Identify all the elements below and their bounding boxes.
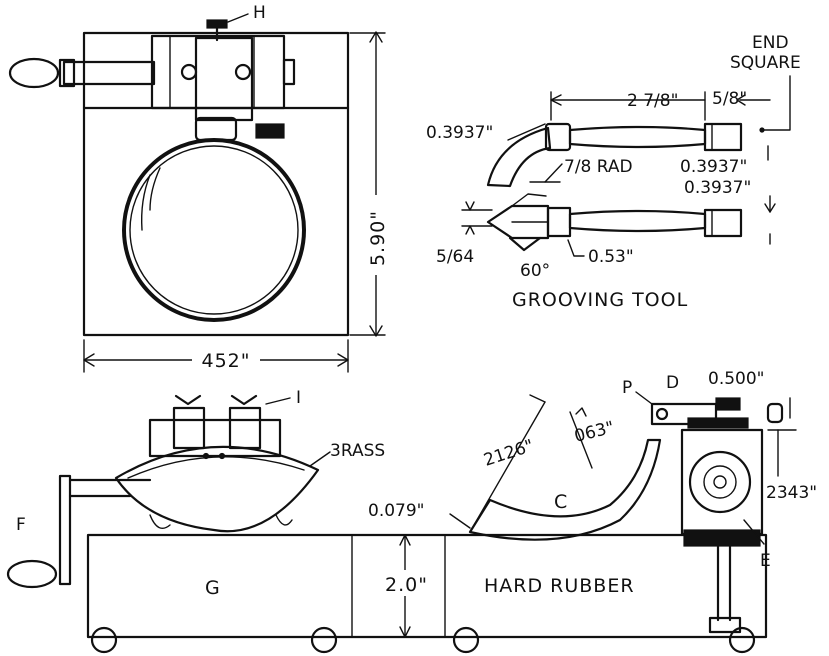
hard-rubber-base [86, 533, 768, 639]
height-dim-label: 5.90" [367, 210, 389, 266]
label-e: E [760, 551, 771, 571]
width-dim-label: 452" [201, 350, 250, 372]
label-d: D [666, 373, 679, 393]
dim-063-label: 063" [572, 418, 616, 447]
upper-shaft [568, 125, 707, 149]
label-c: C [554, 491, 568, 513]
neck [194, 116, 238, 142]
grooving-tool: END SQUARE 2 7/8" 5/8" 0.3937" 7/8 RAD 0… [426, 33, 801, 311]
left-wing-knob-icon [174, 394, 202, 406]
label-p: P [622, 378, 632, 398]
brass-stand [148, 418, 282, 458]
bowl-ring [122, 138, 306, 322]
lower-shaft [568, 209, 707, 233]
right-wing-nut [234, 63, 252, 81]
grooving-tool-title: GROOVING TOOL [512, 289, 688, 311]
dim-2343-label: 2343" [766, 483, 817, 503]
left-wing-nut [180, 63, 198, 81]
clamp-block [150, 34, 286, 110]
right-wing-knob-icon [230, 394, 258, 406]
right-dia-upper-label: 0.3937" [680, 157, 747, 177]
curved-hook [486, 126, 552, 188]
top-view-frame [82, 31, 350, 337]
label-i: I [296, 388, 301, 408]
handle-rod [62, 60, 156, 86]
top-view: 5.90" 452" H [8, 3, 390, 373]
end-label: END [752, 33, 789, 53]
end-dim-label: 5/8" [712, 89, 747, 109]
curved-tool-c [468, 438, 662, 541]
crank-arm [58, 474, 72, 586]
brass-bowl [114, 445, 320, 533]
upper-square-end [703, 122, 743, 152]
right-dia-lower-label: 0.3937" [684, 178, 751, 198]
dim-053-label: 0.53" [588, 247, 634, 267]
tip-dim-label: 5/64 [436, 247, 474, 267]
length-dim-label: 2 7/8" [627, 91, 678, 111]
rad-label: 7/8 RAD [564, 157, 633, 177]
base-height-label: 2.0" [385, 574, 428, 596]
crank-knob-icon [6, 559, 58, 589]
square-label: SQUARE [730, 53, 801, 73]
label-f: F [16, 515, 26, 535]
label-g: G [205, 577, 221, 599]
lower-square-end [703, 208, 743, 238]
h-knob [206, 19, 228, 29]
handle-knob-icon [8, 57, 60, 89]
angle-label: 60° [520, 261, 550, 281]
left-dia-label: 0.3937" [426, 123, 493, 143]
dim-0079-label: 0.079" [368, 501, 425, 521]
adjust-screw [715, 397, 741, 411]
screw-post [194, 36, 254, 122]
holder-wheel [688, 450, 752, 514]
brass-label: 3RASS [330, 441, 385, 461]
side-view: G HARD RUBBER 2.0" F I 3RASS C 2 [6, 369, 817, 654]
hard-rubber-label: HARD RUBBER [484, 575, 635, 597]
top-clamp [650, 402, 718, 426]
dim-0500-label: 0.500" [708, 369, 765, 389]
set-screw [255, 123, 285, 139]
label-h: H [253, 3, 266, 23]
